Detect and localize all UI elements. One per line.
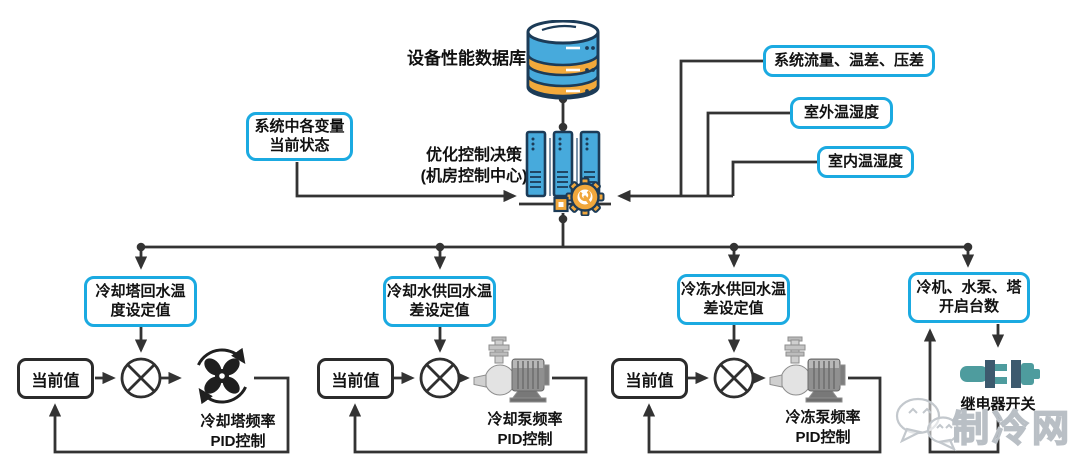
pid-label-chilled-pump: 冷冻泵频率 PID控制 xyxy=(785,409,861,446)
database-label: 设备性能数据库 xyxy=(407,49,526,68)
database-icon xyxy=(526,20,600,100)
control-center-label: 优化控制决策 (机房控制中心) xyxy=(420,147,528,185)
sum-junction-icon-3 xyxy=(713,357,755,399)
setpoint-box-chilled-water: 冷冻水供回水温 差设定值 xyxy=(677,274,790,325)
fan-icon xyxy=(197,347,247,405)
sensor-box-outdoor: 室外温湿度 xyxy=(790,97,893,129)
current-value-box-2: 当前值 xyxy=(317,358,394,399)
setpoint-box-cooling-tower: 冷却塔回水温 度设定值 xyxy=(84,276,197,327)
current-value-box-3: 当前值 xyxy=(611,358,688,399)
gear-icon xyxy=(565,177,605,216)
pump-icon xyxy=(473,336,550,403)
input-current-state-box: 系统中各变量 当前状态 xyxy=(246,112,353,161)
setpoint-box-cooling-water: 冷却水供回水温 差设定值 xyxy=(383,276,496,327)
pump-icon xyxy=(769,336,846,403)
server-gear-icon xyxy=(519,130,611,216)
watermark-text: 制冷网 xyxy=(951,407,1072,450)
current-value-box-1: 当前值 xyxy=(17,358,94,399)
pid-label-cooling-pump: 冷却泵频率 PID控制 xyxy=(487,411,563,448)
chat-bubbles-icon xyxy=(895,397,960,452)
sensor-box-flow-tempdiff-pressure: 系统流量、温差、压差 xyxy=(763,45,935,77)
sum-junction-icon-2 xyxy=(419,357,461,399)
setpoint-box-units-on: 冷机、水泵、塔 开启台数 xyxy=(908,272,1030,323)
relay-plug-icon xyxy=(960,360,1040,388)
relay-switch-label: 继电器开关 xyxy=(960,396,1036,413)
pid-label-cooling-tower: 冷却塔频率 PID控制 xyxy=(200,413,276,450)
sensor-box-indoor: 室内温湿度 xyxy=(817,146,914,178)
sum-junction-icon-1 xyxy=(120,357,162,399)
